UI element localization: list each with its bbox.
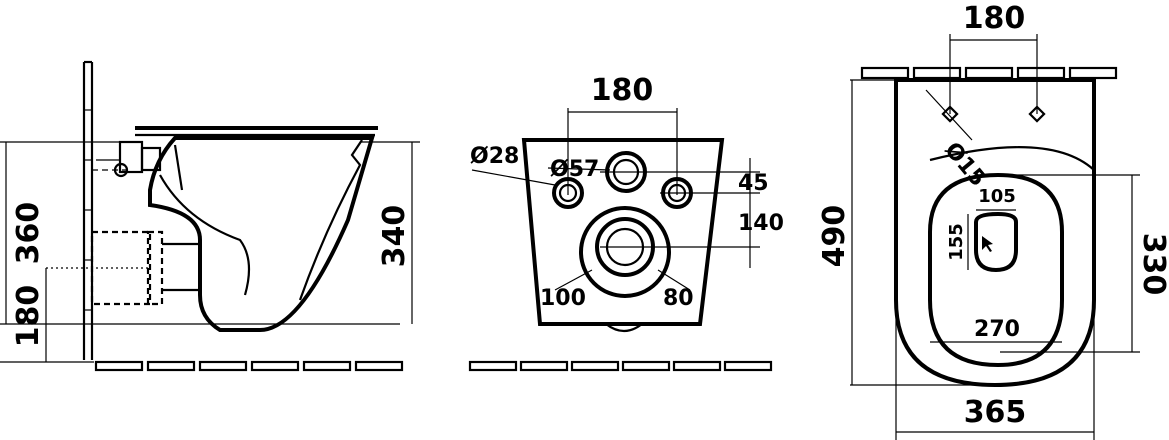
rear-pipe-inlet-diameter: Ø57 bbox=[550, 157, 599, 182]
top-bowl-opening bbox=[928, 172, 1064, 368]
rear-offset-140: 140 bbox=[738, 211, 784, 236]
top-bolt-spacing: 180 bbox=[963, 1, 1026, 36]
top-bowl-outline bbox=[894, 78, 1096, 388]
rim-curve bbox=[173, 144, 184, 191]
side-view: 360 180 340 bbox=[0, 60, 420, 372]
top-length-total: 490 bbox=[817, 205, 852, 268]
top-bowl-width: 270 bbox=[974, 317, 1020, 342]
rear-mount-spacing: 180 bbox=[591, 73, 654, 108]
bowl-trap-curve bbox=[159, 174, 251, 296]
wall bbox=[82, 60, 94, 360]
rear-body-outline bbox=[521, 138, 725, 326]
top-dimensions bbox=[850, 79, 1140, 440]
mounting-bracket bbox=[92, 140, 162, 178]
rear-dimensions bbox=[471, 108, 751, 268]
top-seat-depth: 330 bbox=[1136, 233, 1169, 296]
rear-offset-45: 45 bbox=[738, 171, 769, 196]
floor-tiles bbox=[94, 360, 404, 372]
bolt-holes bbox=[925, 34, 1046, 141]
top-drain bbox=[974, 211, 1018, 273]
top-drain-length: 155 bbox=[946, 223, 967, 261]
rear-view: 180 Ø28 Ø57 45 140 100 80 bbox=[468, 73, 784, 372]
rear-floor-tiles bbox=[468, 360, 773, 372]
inlet-pipe bbox=[600, 151, 760, 193]
top-view: 180 Ø15 490 330 365 270 105 155 bbox=[817, 1, 1169, 440]
top-bolt-diameter: Ø15 bbox=[939, 138, 990, 192]
outlet-pipe bbox=[554, 206, 760, 298]
rear-outlet-outer: 100 bbox=[540, 286, 586, 311]
drain-pipe bbox=[46, 230, 200, 306]
bowl-inner-curve bbox=[298, 139, 363, 301]
rear-bottom-lug bbox=[605, 323, 643, 333]
top-drain-width: 105 bbox=[978, 186, 1016, 207]
side-height-total: 360 bbox=[11, 202, 46, 265]
seat-lid bbox=[135, 126, 378, 137]
side-height-floor: 180 bbox=[11, 285, 46, 348]
side-height-bowl: 340 bbox=[377, 205, 412, 268]
side-dimensions bbox=[0, 141, 420, 363]
bowl-outline bbox=[148, 136, 375, 332]
cursor-arrow-icon bbox=[982, 236, 993, 252]
top-wall-tiles bbox=[860, 66, 1118, 80]
rear-outlet-inner: 80 bbox=[663, 286, 694, 311]
top-seat-outline bbox=[929, 146, 1095, 171]
top-width-total: 365 bbox=[964, 395, 1027, 430]
rear-pipe-small-diameter: Ø28 bbox=[470, 144, 519, 169]
